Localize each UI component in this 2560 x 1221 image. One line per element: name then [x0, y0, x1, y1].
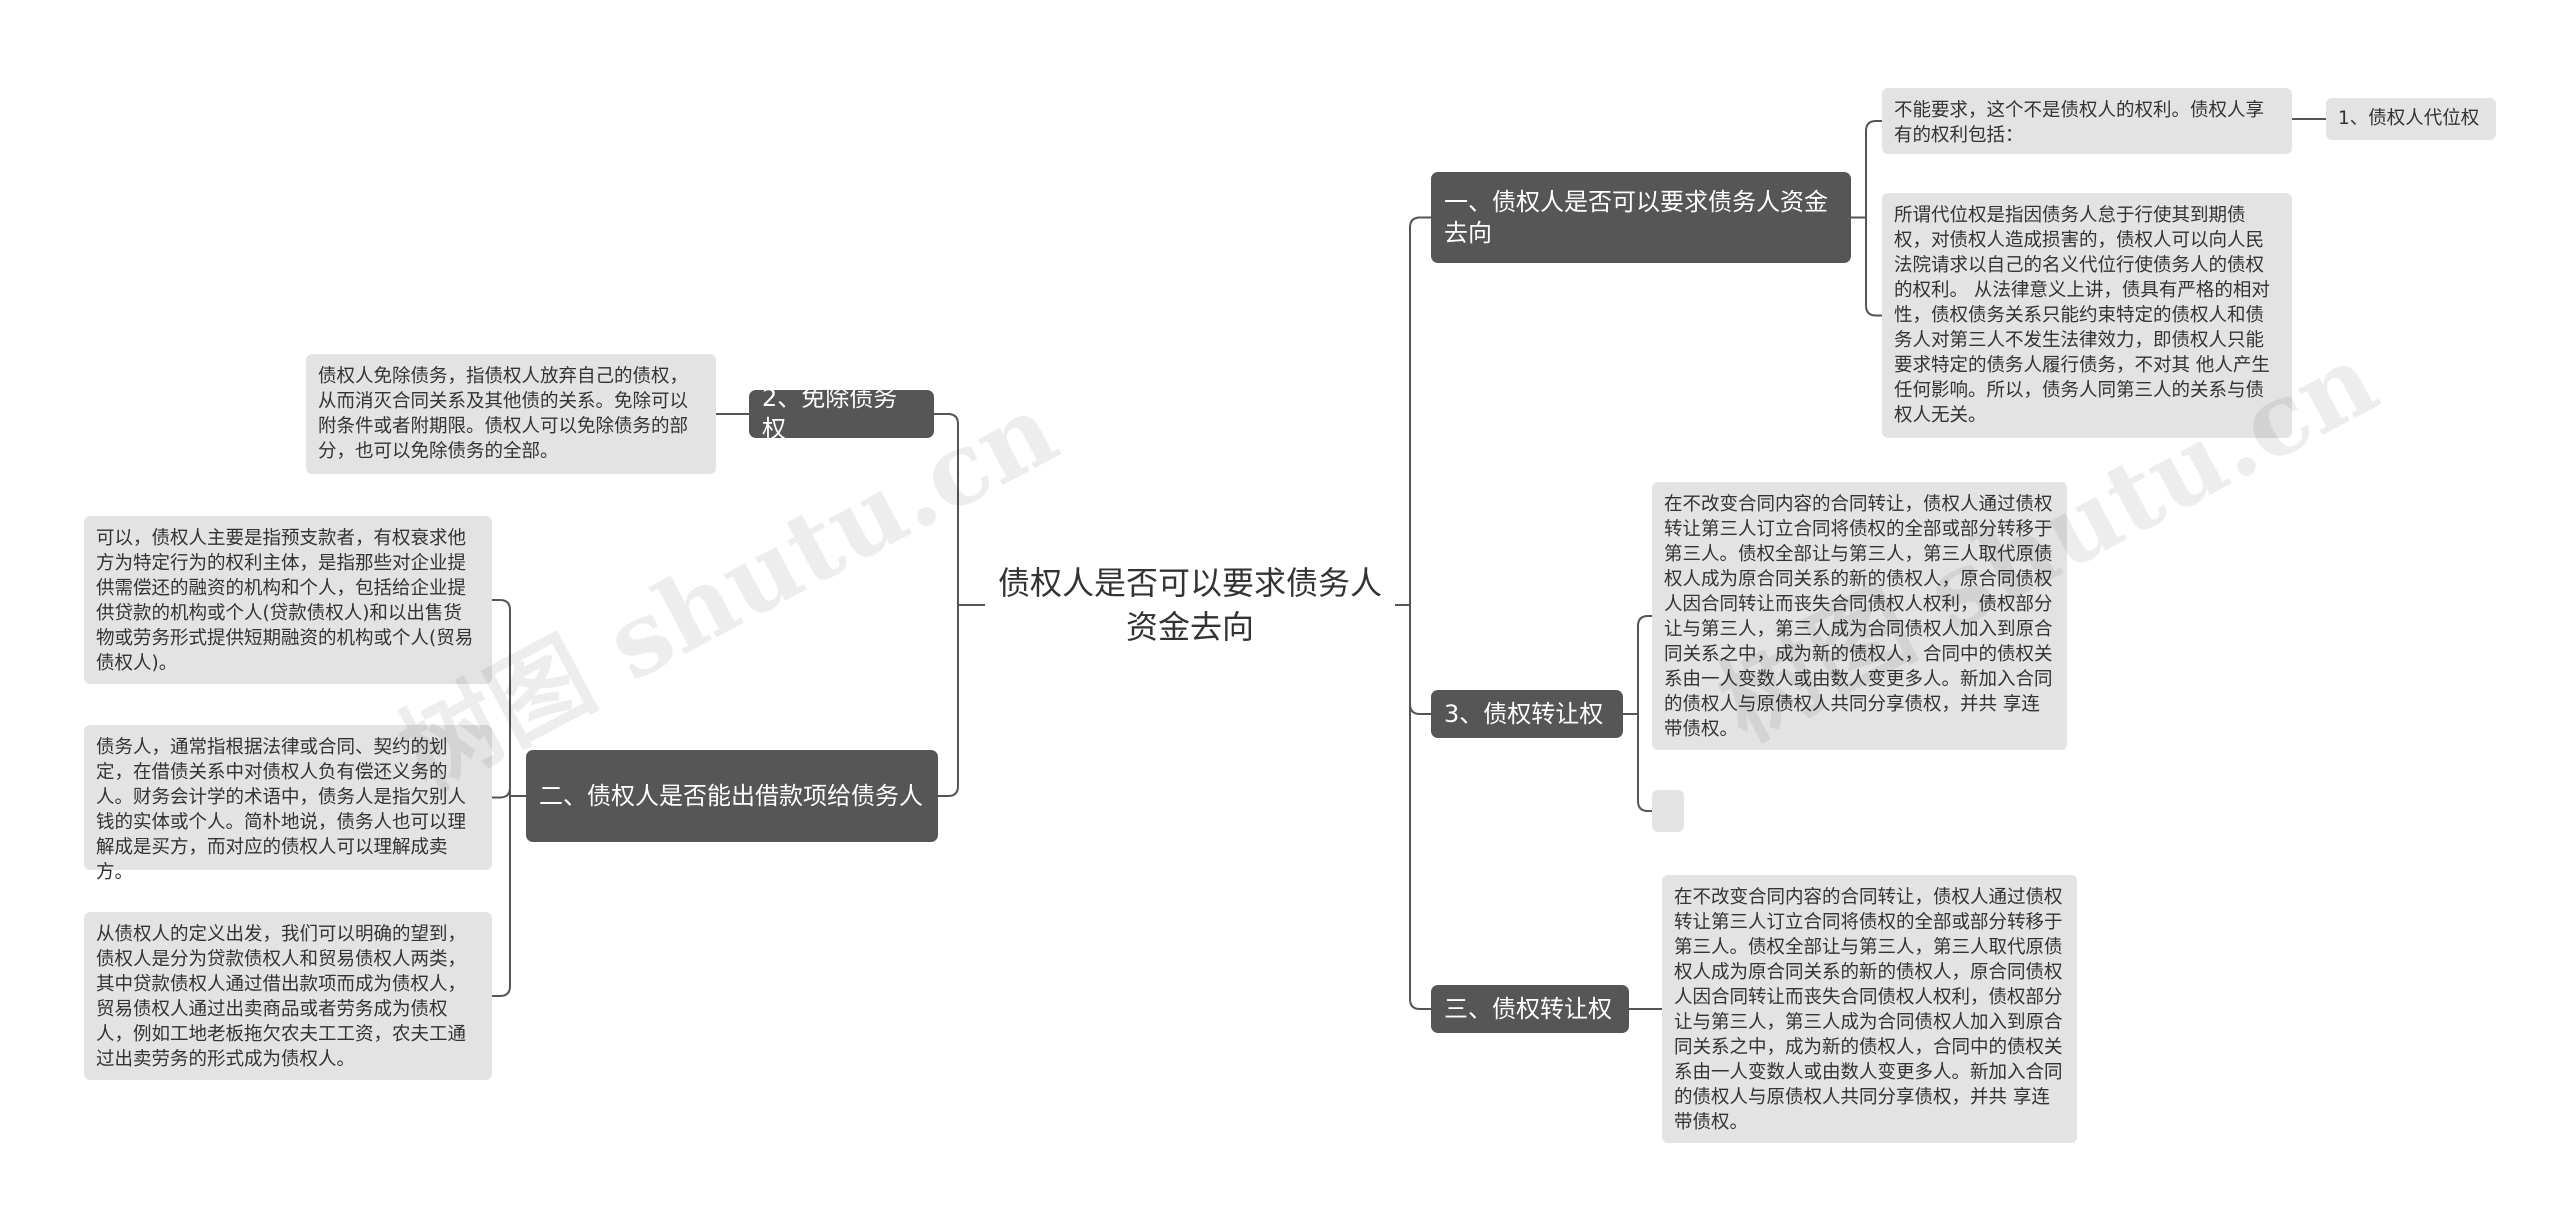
leaf-transfer-detail-2[interactable]: 在不改变合同内容的合同转让，债权人通过债权转让第三人订立合同将债权的全部或部分转…	[1662, 875, 2077, 1143]
leaf-text: 不能要求，这个不是债权人的权利。债权人享有的权利包括：	[1894, 100, 2265, 146]
branch-label: 三、债权转让权	[1444, 994, 1612, 1023]
connector	[492, 787, 526, 799]
connector	[1851, 120, 1882, 219]
branch-debt-waiver[interactable]: 2、免除债务权	[749, 384, 934, 443]
branch-fund-usage[interactable]: 一、债权人是否可以要求债务人资金去向	[1431, 172, 1851, 263]
branch-label: 3、债权转让权	[1444, 699, 1604, 728]
leaf-text: 债权人免除债务，指债权人放弃自己的债权，从而消灭合同关系及其他债的关系。免除可以…	[318, 366, 689, 462]
leaf-text: 所谓代位权是指因债务人怠于行使其到期债权，对债权人造成损害的，债权人可以向人民法…	[1894, 205, 2270, 426]
connector	[1395, 604, 1431, 715]
leaf-debtor-definition[interactable]: 债务人，通常指根据法律或合同、契约的划定，在借债关系中对债权人负有偿还义务的人。…	[84, 725, 492, 883]
connector	[1623, 713, 1652, 812]
branch-lend-money[interactable]: 二、债权人是否能出借款项给债务人	[526, 750, 938, 842]
leaf-transfer-detail[interactable]: 在不改变合同内容的合同转让，债权人通过债权转让第三人订立合同将债权的全部或部分转…	[1652, 482, 2067, 750]
leaf-subrogation-definition[interactable]: 所谓代位权是指因债务人怠于行使其到期债权，对债权人造成损害的，债权人可以向人民法…	[1882, 193, 2292, 438]
branch-label: 一、债权人是否可以要求债务人资金去向	[1444, 187, 1828, 247]
connector	[1623, 615, 1652, 715]
leaf-waiver-definition[interactable]: 债权人免除债务，指债权人放弃自己的债权，从而消灭合同关系及其他债的关系。免除可以…	[306, 354, 716, 474]
leaf-subrogation[interactable]: 1、债权人代位权	[2326, 98, 2496, 140]
root-topic[interactable]: 债权人是否可以要求债务人资金去向	[995, 555, 1385, 655]
connector	[938, 604, 985, 797]
connector	[934, 413, 985, 606]
branch-label: 二、债权人是否能出借款项给债务人	[539, 781, 923, 810]
leaf-text: 1、债权人代位权	[2338, 108, 2480, 129]
leaf-empty[interactable]	[1652, 790, 1684, 832]
branch-transfer-three[interactable]: 三、债权转让权	[1431, 985, 1629, 1033]
connector	[492, 599, 526, 797]
branch-transfer-3[interactable]: 3、债权转让权	[1431, 690, 1623, 738]
leaf-text: 在不改变合同内容的合同转让，债权人通过债权转让第三人订立合同将债权的全部或部分转…	[1674, 887, 2063, 1133]
leaf-text: 在不改变合同内容的合同转让，债权人通过债权转让第三人订立合同将债权的全部或部分转…	[1664, 494, 2053, 740]
leaf-text: 债务人，通常指根据法律或合同、契约的划定，在借债关系中对债权人负有偿还义务的人。…	[96, 737, 467, 883]
leaf-creditor-definition[interactable]: 可以，债权人主要是指预支款者，有权衰求他方为特定行为的权利主体，是指那些对企业提…	[84, 516, 492, 684]
connector	[1395, 604, 1431, 1010]
connector	[1851, 216, 1882, 317]
leaf-text: 可以，债权人主要是指预支款者，有权衰求他方为特定行为的权利主体，是指那些对企业提…	[96, 528, 474, 674]
branch-label: 2、免除债务权	[762, 384, 898, 443]
leaf-text: 从债权人的定义出发，我们可以明确的望到，债权人是分为贷款债权人和贸易债权人两类，…	[96, 924, 467, 1070]
connector	[1395, 216, 1431, 606]
leaf-no-right[interactable]: 不能要求，这个不是债权人的权利。债权人享有的权利包括：	[1882, 88, 2292, 154]
root-topic-label: 债权人是否可以要求债务人资金去向	[997, 564, 1382, 646]
connector	[492, 795, 526, 997]
leaf-creditor-types[interactable]: 从债权人的定义出发，我们可以明确的望到，债权人是分为贷款债权人和贸易债权人两类，…	[84, 912, 492, 1080]
